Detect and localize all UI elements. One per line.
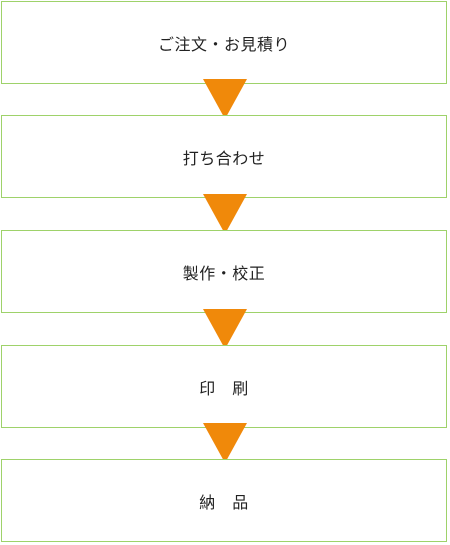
down-triangle-arrow-icon — [203, 423, 247, 463]
step-production-proofing: 製作・校正 — [1, 230, 447, 313]
down-triangle-arrow-icon — [203, 309, 247, 349]
down-triangle-arrow-icon — [203, 194, 247, 234]
step-label: 印 刷 — [199, 378, 249, 398]
step-delivery: 納 品 — [1, 459, 447, 542]
step-label: 打ち合わせ — [182, 148, 266, 168]
step-order-estimate: ご注文・お見積り — [1, 1, 447, 84]
step-meeting: 打ち合わせ — [1, 115, 447, 198]
step-label: 製作・校正 — [182, 263, 266, 283]
step-label: ご注文・お見積り — [157, 34, 290, 54]
down-triangle-arrow-icon — [203, 79, 247, 119]
step-printing: 印 刷 — [1, 345, 447, 428]
step-label: 納 品 — [199, 492, 249, 512]
